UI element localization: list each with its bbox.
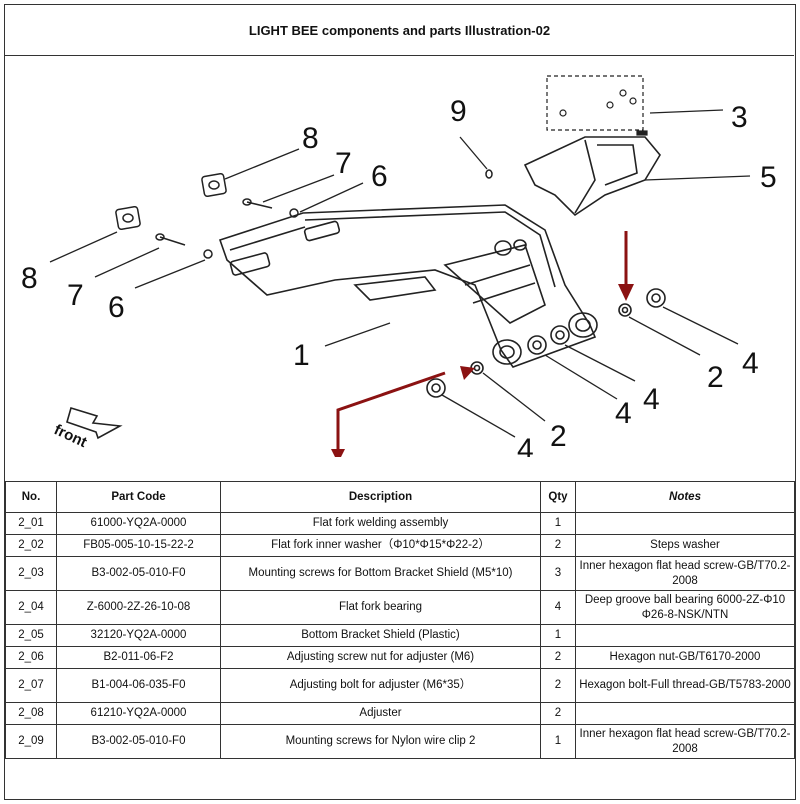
table-row: 2_07 B1-004-06-035-F0 Adjusting bolt for… xyxy=(5,668,795,703)
bottom-bracket-shield-drawing xyxy=(523,136,661,217)
cell-notes: Deep groove ball bearing 6000-2Z-Φ10 Φ26… xyxy=(575,590,795,625)
header-qty: Qty xyxy=(540,481,576,513)
callout-4-bottom: 4 xyxy=(517,433,534,457)
cell-no: 2_04 xyxy=(5,590,57,625)
table-row: 2_09 B3-002-05-010-F0 Mounting screws fo… xyxy=(5,724,795,759)
table-header-row: No. Part Code Description Qty Notes xyxy=(5,481,795,513)
cell-no: 2_07 xyxy=(5,668,57,703)
callout-6-left: 6 xyxy=(108,291,125,324)
cell-no: 2_08 xyxy=(5,702,57,725)
leader-lines xyxy=(49,109,751,438)
exploded-view-drawing: front 8 7 6 8 7 6 9 3 5 1 2 4 4 4 2 4 xyxy=(21,75,777,457)
cell-desc: Adjusting bolt for adjuster (M6*35） xyxy=(220,668,541,703)
cell-notes: Hexagon nut-GB/T6170-2000 xyxy=(575,646,795,669)
cell-no: 2_05 xyxy=(5,624,57,647)
callout-3: 3 xyxy=(731,101,748,134)
callout-2-bottom: 2 xyxy=(550,420,567,453)
cell-code: FB05-005-10-15-22-2 xyxy=(56,534,221,557)
cell-desc: Adjusting screw nut for adjuster (M6) xyxy=(220,646,541,669)
cell-notes xyxy=(575,624,795,647)
callout-7-left: 7 xyxy=(67,279,84,312)
callout-4-right: 4 xyxy=(742,347,759,380)
cell-code: 32120-YQ2A-0000 xyxy=(56,624,221,647)
cell-qty: 1 xyxy=(540,512,576,535)
header-description: Description xyxy=(220,481,541,513)
cell-code: Z-6000-2Z-26-10-08 xyxy=(56,590,221,625)
cell-desc: Bottom Bracket Shield (Plastic) xyxy=(220,624,541,647)
table-row: 2_06 B2-011-06-F2 Adjusting screw nut fo… xyxy=(5,646,795,669)
callout-1: 1 xyxy=(293,339,310,372)
callout-2-right: 2 xyxy=(707,361,724,394)
cell-code: B1-004-06-035-F0 xyxy=(56,668,221,703)
cell-notes xyxy=(575,702,795,725)
cell-qty: 1 xyxy=(540,724,576,759)
callout-8-top: 8 xyxy=(302,122,319,155)
callout-7-top: 7 xyxy=(335,147,352,180)
cell-qty: 1 xyxy=(540,624,576,647)
table-row: 2_03 B3-002-05-010-F0 Mounting screws fo… xyxy=(5,556,795,591)
callout-6-top: 6 xyxy=(371,160,388,193)
cell-desc: Mounting screws for Nylon wire clip 2 xyxy=(220,724,541,759)
cell-code: 61000-YQ2A-0000 xyxy=(56,512,221,535)
cell-code: B3-002-05-010-F0 xyxy=(56,556,221,591)
header-notes: Notes xyxy=(575,481,795,513)
front-label: front xyxy=(51,421,89,451)
cell-notes: Hexagon bolt-Full thread-GB/T5783-2000 xyxy=(575,668,795,703)
cell-qty: 4 xyxy=(540,590,576,625)
header-no: No. xyxy=(5,481,57,513)
table-row: 2_08 61210-YQ2A-0000 Adjuster 2 xyxy=(5,702,795,725)
cell-qty: 2 xyxy=(540,534,576,557)
cell-desc: Mounting screws for Bottom Bracket Shiel… xyxy=(220,556,541,591)
callout-8-left: 8 xyxy=(21,262,38,295)
cell-notes: Inner hexagon flat head screw-GB/T70.2-2… xyxy=(575,556,795,591)
front-arrow-icon xyxy=(66,406,123,440)
callout-4-mid-b: 4 xyxy=(643,383,660,416)
cell-qty: 3 xyxy=(540,556,576,591)
cell-desc: Flat fork welding assembly xyxy=(220,512,541,535)
table-row: 2_05 32120-YQ2A-0000 Bottom Bracket Shie… xyxy=(5,624,795,647)
cell-code: B3-002-05-010-F0 xyxy=(56,724,221,759)
cell-desc: Flat fork inner washer（Φ10*Φ15*Φ22-2） xyxy=(220,534,541,557)
table-row: 2_02 FB05-005-10-15-22-2 Flat fork inner… xyxy=(5,534,795,557)
cell-no: 2_03 xyxy=(5,556,57,591)
mounting-screws-drawing xyxy=(546,75,648,136)
table-row: 2_01 61000-YQ2A-0000 Flat fork welding a… xyxy=(5,512,795,535)
cell-code: B2-011-06-F2 xyxy=(56,646,221,669)
cell-no: 2_01 xyxy=(5,512,57,535)
cell-desc: Adjuster xyxy=(220,702,541,725)
cell-qty: 2 xyxy=(540,668,576,703)
bearings-drawing xyxy=(426,288,666,398)
cell-qty: 2 xyxy=(540,702,576,725)
cell-desc: Flat fork bearing xyxy=(220,590,541,625)
cell-no: 2_09 xyxy=(5,724,57,759)
swingarm-drawing xyxy=(218,204,598,368)
header-part-code: Part Code xyxy=(56,481,221,513)
cell-notes xyxy=(575,512,795,535)
cell-qty: 2 xyxy=(540,646,576,669)
table-row: 2_04 Z-6000-2Z-26-10-08 Flat fork bearin… xyxy=(5,590,795,625)
highlight-arrows xyxy=(331,231,634,457)
exploded-view-illustration: front 8 7 6 8 7 6 9 3 5 1 2 4 4 4 2 4 xyxy=(5,55,794,457)
callout-5: 5 xyxy=(760,161,777,194)
adjuster-parts-drawing xyxy=(115,169,493,259)
cell-no: 2_02 xyxy=(5,534,57,557)
callout-4-mid-a: 4 xyxy=(615,397,632,430)
callout-9: 9 xyxy=(450,95,467,128)
cell-notes: Inner hexagon flat head screw-GB/T70.2-2… xyxy=(575,724,795,759)
cell-code: 61210-YQ2A-0000 xyxy=(56,702,221,725)
cell-notes: Steps washer xyxy=(575,534,795,557)
parts-sheet: LIGHT BEE components and parts Illustrat… xyxy=(4,4,796,800)
page-title: LIGHT BEE components and parts Illustrat… xyxy=(5,5,794,56)
cell-no: 2_06 xyxy=(5,646,57,669)
parts-table: No. Part Code Description Qty Notes 2_01… xyxy=(5,481,795,759)
